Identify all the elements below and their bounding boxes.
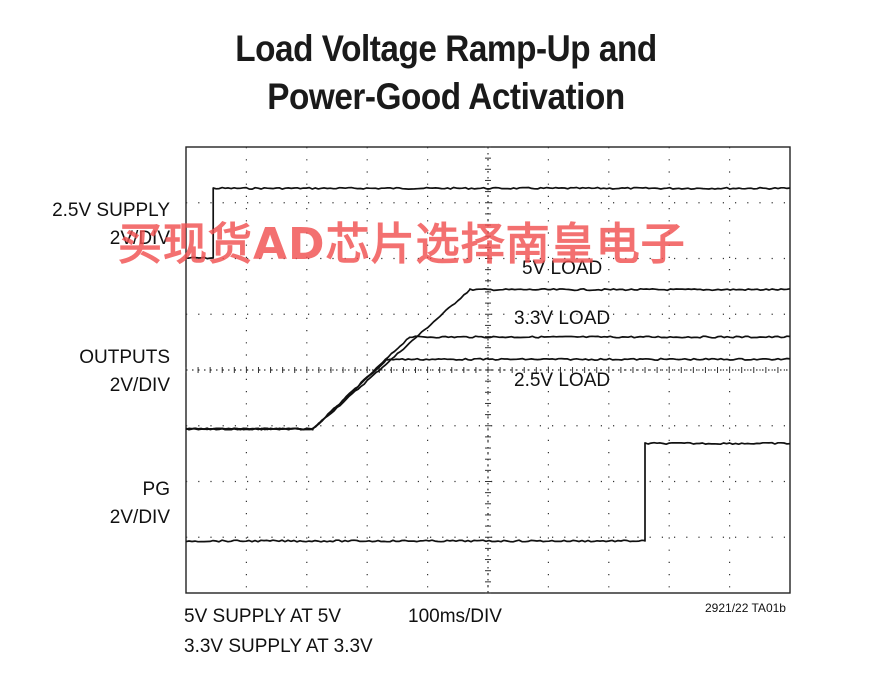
trace-2-5v-supply <box>185 186 791 260</box>
supply-channel-name: 2.5V SUPPLY <box>52 200 170 221</box>
supply-channel-scale: 2V/DIV <box>109 228 170 249</box>
pg-channel-name: PG <box>142 479 170 500</box>
outputs-channel-scale: 2V/DIV <box>109 375 170 396</box>
trace-label-2v5-load: 2.5V LOAD <box>514 370 611 391</box>
outputs-channel-name: OUTPUTS <box>79 347 170 368</box>
watermark-text: 买现货AD芯片选择南皇电子 <box>118 219 686 270</box>
chart-title-line-2: Power-Good Activation <box>267 76 625 117</box>
trace-2-5v-load <box>185 357 791 431</box>
footer-5v-supply: 5V SUPPLY AT 5V <box>184 606 342 627</box>
footer-timebase: 100ms/DIV <box>408 606 502 627</box>
footer-3v3-supply: 3.3V SUPPLY AT 3.3V <box>184 636 373 657</box>
trace-label-5v-load: 5V LOAD <box>522 258 603 279</box>
scope-traces <box>185 186 791 543</box>
chart-title-line-1: Load Voltage Ramp-Up and <box>235 28 657 69</box>
trace-label-3v3-load: 3.3V LOAD <box>514 308 611 329</box>
pg-channel-scale: 2V/DIV <box>109 507 170 528</box>
figure-reference: 2921/22 TA01b <box>705 601 786 615</box>
trace-pg <box>185 441 791 543</box>
scope-grid <box>185 146 791 594</box>
trace-3-3v-load <box>185 335 791 431</box>
